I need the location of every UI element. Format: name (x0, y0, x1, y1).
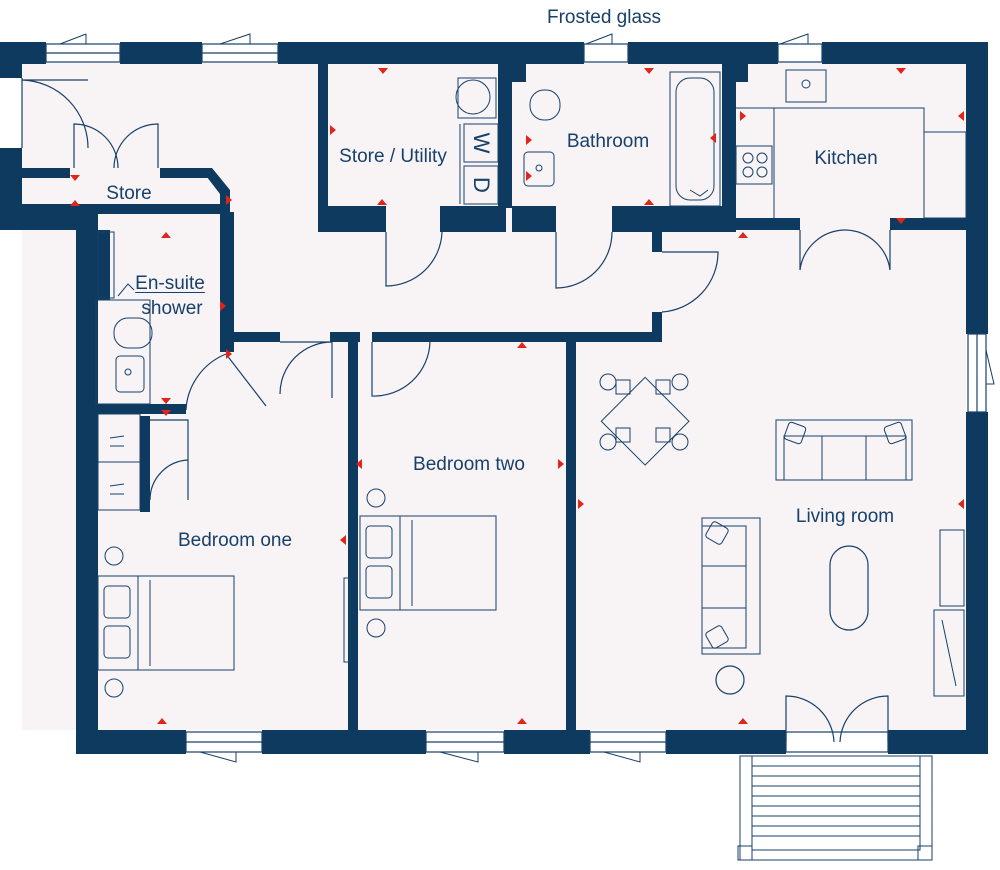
washer-label: W (469, 133, 494, 154)
walls (0, 42, 988, 754)
room-label-ensuite-line2: shower (141, 298, 203, 319)
tv-unit (933, 529, 965, 697)
window-openers (59, 33, 995, 763)
room-label-living-room: Living room (795, 506, 895, 527)
room-label-store-utility: Store / Utility (339, 146, 447, 167)
bed-icon (343, 488, 497, 663)
room-label-bedroom-one: Bedroom one (177, 530, 293, 551)
doors (21, 78, 891, 743)
dining-table-icon (599, 373, 690, 466)
windows (45, 43, 987, 753)
room-label-bathroom: Bathroom (566, 131, 650, 152)
fixtures (95, 69, 967, 511)
washer-dryer: W D (469, 133, 494, 193)
balcony-icon (737, 755, 933, 861)
room-label-ensuite-line1: En-suite (135, 273, 205, 294)
dryer-label: D (469, 177, 494, 193)
room-label-store: Store (106, 183, 152, 204)
sofa-icon (701, 517, 761, 655)
frosted-glass-note: Frosted glass (546, 7, 662, 28)
sofa-icon (775, 419, 913, 481)
room-label-kitchen: Kitchen (814, 148, 878, 169)
room-label-bedroom-two: Bedroom two (413, 454, 525, 475)
coffee-table (829, 545, 869, 631)
bed-icon (97, 546, 235, 698)
lamp-icon (715, 665, 745, 695)
